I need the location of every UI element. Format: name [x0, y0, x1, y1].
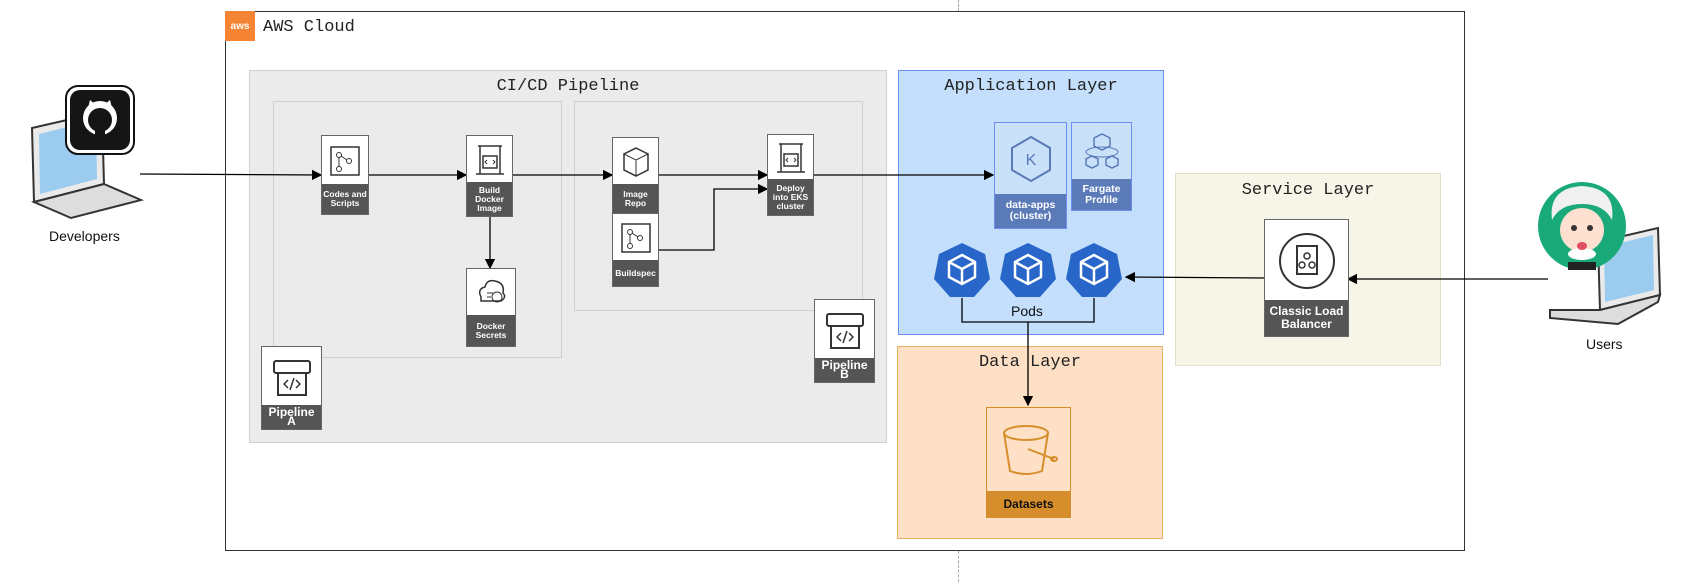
- deploy-eks-node[interactable]: Deploy into EKS cluster: [767, 134, 814, 216]
- docker-secrets-node[interactable]: Docker Secrets: [466, 268, 516, 347]
- user-laptop-icon: [1538, 182, 1662, 326]
- pipeline-a-node[interactable]: Pipeline A: [261, 346, 322, 430]
- fargate-icon: [1072, 123, 1131, 181]
- pipeline-b-node[interactable]: Pipeline B: [814, 299, 875, 383]
- cicd-group-label: CI/CD Pipeline: [496, 77, 640, 96]
- pod-icon[interactable]: [999, 241, 1057, 299]
- buildspec-icon: [613, 214, 658, 262]
- divider-line: [958, 0, 959, 11]
- codebuild-icon: [467, 136, 512, 184]
- developers-label: Developers: [49, 228, 120, 244]
- codes-and-scripts-node[interactable]: Codes and Scripts: [321, 135, 369, 215]
- datasets-label: Datasets: [987, 491, 1070, 517]
- image-repo-label: Image Repo: [613, 184, 658, 213]
- buildspec-label: Buildspec: [613, 260, 658, 286]
- svg-text:K: K: [1025, 152, 1036, 169]
- fargate-profile-node[interactable]: Fargate Profile: [1071, 122, 1132, 211]
- pipeline-b-frame: [574, 101, 863, 311]
- cicd-group: [249, 70, 887, 443]
- pipeline-a-label: Pipeline A: [262, 405, 321, 429]
- ecr-icon: [613, 138, 658, 186]
- buildspec-node[interactable]: Buildspec: [612, 213, 659, 287]
- pod-icon[interactable]: [1065, 241, 1123, 299]
- fargate-profile-label: Fargate Profile: [1072, 179, 1131, 210]
- deploy-eks-label: Deploy into EKS cluster: [768, 179, 813, 215]
- developer-laptop-icon: [30, 85, 144, 220]
- aws-cloud-label: AWS Cloud: [263, 18, 355, 37]
- pipeline-a-frame: [273, 101, 562, 358]
- s3-bucket-icon: [987, 408, 1070, 492]
- secrets-manager-icon: [467, 269, 515, 317]
- service-layer-label: Service Layer: [1241, 181, 1375, 200]
- divider-line-bottom: [958, 551, 959, 582]
- classic-load-balancer-node[interactable]: Classic Load Balancer: [1264, 219, 1349, 337]
- aws-logo-icon: aws: [225, 11, 255, 41]
- build-docker-image-node[interactable]: Build Docker Image: [466, 135, 513, 217]
- pipeline-b-label: Pipeline B: [815, 358, 874, 382]
- load-balancer-icon: [1265, 220, 1348, 302]
- codes-and-scripts-label: Codes and Scripts: [322, 184, 368, 214]
- application-layer-label: Application Layer: [944, 77, 1118, 96]
- aws-cloud-group: [225, 11, 1465, 551]
- eks-icon: K: [995, 123, 1066, 195]
- codepipeline-icon: [262, 347, 321, 407]
- codecommit-icon: [322, 136, 368, 186]
- docker-secrets-label: Docker Secrets: [467, 315, 515, 346]
- build-docker-image-label: Build Docker Image: [467, 182, 512, 216]
- codedeploy-icon: [768, 135, 813, 181]
- datasets-node[interactable]: Datasets: [986, 407, 1071, 518]
- pods-label: Pods: [1011, 303, 1043, 319]
- image-repo-node[interactable]: Image Repo: [612, 137, 659, 214]
- data-apps-label: data-apps (cluster): [995, 194, 1066, 228]
- pod-icon[interactable]: [933, 241, 991, 299]
- data-apps-cluster-node[interactable]: K data-apps (cluster): [994, 122, 1067, 229]
- classic-load-balancer-label: Classic Load Balancer: [1265, 300, 1348, 336]
- codepipeline-icon: [815, 300, 874, 360]
- users-label: Users: [1586, 336, 1623, 352]
- data-layer-label: Data Layer: [978, 353, 1082, 372]
